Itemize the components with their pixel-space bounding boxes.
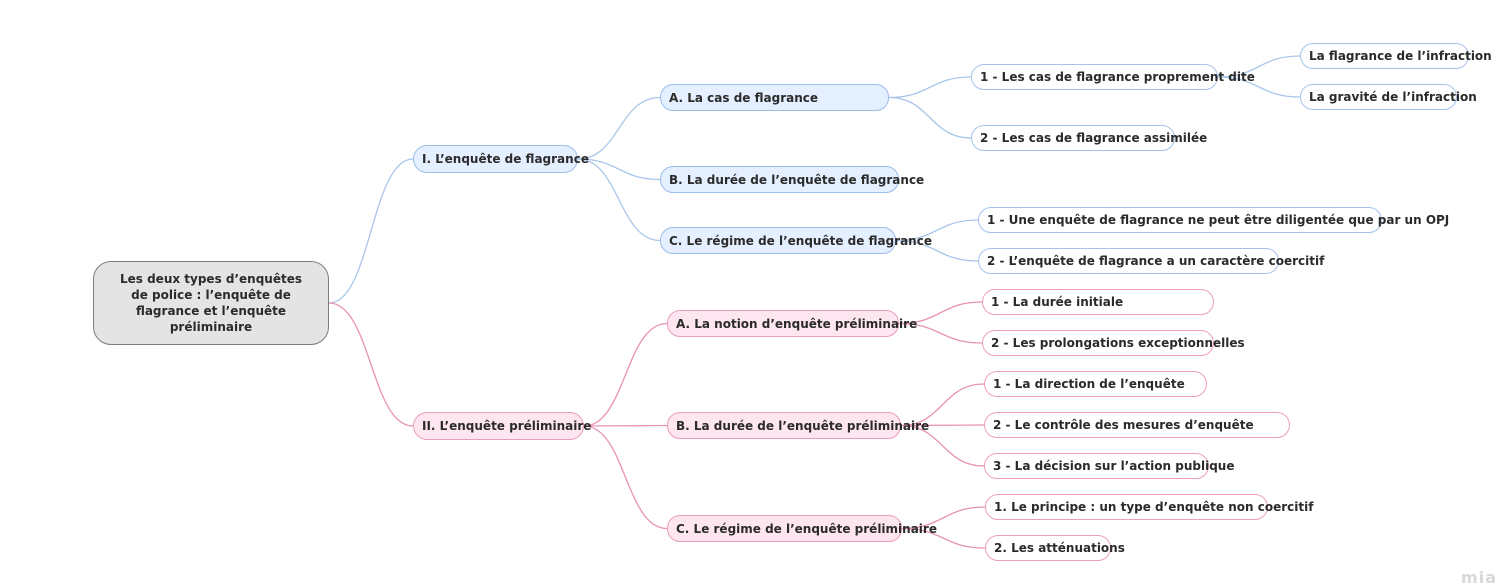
connector-topic-controle-mesures bbox=[900, 424, 985, 427]
connector-topic-flagrance-assimilee bbox=[888, 96, 972, 139]
connector-topic-decision-action-publique bbox=[900, 424, 985, 467]
connector-topic-direction-enquete bbox=[900, 383, 985, 427]
connector-topic-duree-initiale bbox=[898, 301, 983, 325]
topic-controle-mesures[interactable]: 2 - Le contrôle des mesures d’enquête bbox=[984, 412, 1290, 438]
topic-direction-enquete[interactable]: 1 - La direction de l’enquête bbox=[984, 371, 1207, 397]
topic-duree-flagrance[interactable]: B. La durée de l’enquête de flagrance bbox=[660, 166, 924, 193]
watermark-logo: mia bbox=[1461, 568, 1497, 587]
topic-prolongations[interactable]: 2 - Les prolongations exceptionnelles bbox=[982, 330, 1245, 356]
topic-attenuations[interactable]: 2. Les atténuations bbox=[985, 535, 1125, 561]
connector-topic-cas-flagrance bbox=[577, 96, 661, 160]
topic-flagrance-coercitif[interactable]: 2 - L’enquête de flagrance a un caractèr… bbox=[978, 248, 1324, 274]
topic-cas-flagrance-proprement[interactable]: 1 - Les cas de flagrance proprement dite bbox=[971, 64, 1255, 90]
topic-notion-preliminaire[interactable]: A. La notion d’enquête préliminaire bbox=[667, 310, 917, 337]
topic-flagrance-assimilee[interactable]: 2 - Les cas de flagrance assimilée bbox=[971, 125, 1207, 151]
connector-topic-principe-non-coercitif bbox=[901, 506, 986, 530]
connector-topic-gravite-infraction bbox=[1217, 76, 1301, 98]
connector-topic-flagrance-coercitif bbox=[895, 239, 979, 262]
connector-topic-duree-preliminaire bbox=[583, 424, 668, 427]
connector-topic-regime-flagrance bbox=[577, 158, 661, 242]
topic-duree-initiale[interactable]: 1 - La durée initiale bbox=[982, 289, 1214, 315]
topic-flagrance-opj[interactable]: 1 - Une enquête de flagrance ne peut êtr… bbox=[978, 207, 1449, 233]
root-topic[interactable]: Les deux types d’enquêtes de police : l’… bbox=[93, 261, 329, 345]
topic-decision-action-publique[interactable]: 3 - La décision sur l’action publique bbox=[984, 453, 1234, 479]
connector-topic-prolongations bbox=[898, 322, 983, 344]
topic-enquete-preliminaire[interactable]: II. L’enquête préliminaire bbox=[413, 412, 591, 440]
connector-topic-enquete-flagrance bbox=[328, 158, 414, 304]
topic-flagrance-infraction[interactable]: La flagrance de l’infraction bbox=[1300, 43, 1492, 69]
topic-cas-flagrance[interactable]: A. La cas de flagrance bbox=[660, 84, 889, 111]
topic-duree-preliminaire[interactable]: B. La durée de l’enquête préliminaire bbox=[667, 412, 929, 439]
connector-topic-attenuations bbox=[901, 527, 986, 549]
topic-principe-non-coercitif[interactable]: 1. Le principe : un type d’enquête non c… bbox=[985, 494, 1313, 520]
topic-regime-flagrance[interactable]: C. Le régime de l’enquête de flagrance bbox=[660, 227, 932, 254]
connector-topic-regime-preliminaire bbox=[583, 425, 668, 530]
connector-topic-notion-preliminaire bbox=[583, 322, 668, 427]
topic-gravite-infraction[interactable]: La gravité de l’infraction bbox=[1300, 84, 1477, 110]
connector-topic-flagrance-infraction bbox=[1217, 55, 1301, 78]
topic-enquete-flagrance[interactable]: I. L’enquête de flagrance bbox=[413, 145, 589, 173]
connector-topic-cas-flagrance-proprement bbox=[888, 76, 972, 99]
connector-topic-duree-flagrance bbox=[577, 158, 661, 181]
connector-topic-flagrance-opj bbox=[895, 219, 979, 242]
topic-regime-preliminaire[interactable]: C. Le régime de l’enquête préliminaire bbox=[667, 515, 937, 542]
connector-topic-enquete-preliminaire bbox=[328, 302, 414, 427]
